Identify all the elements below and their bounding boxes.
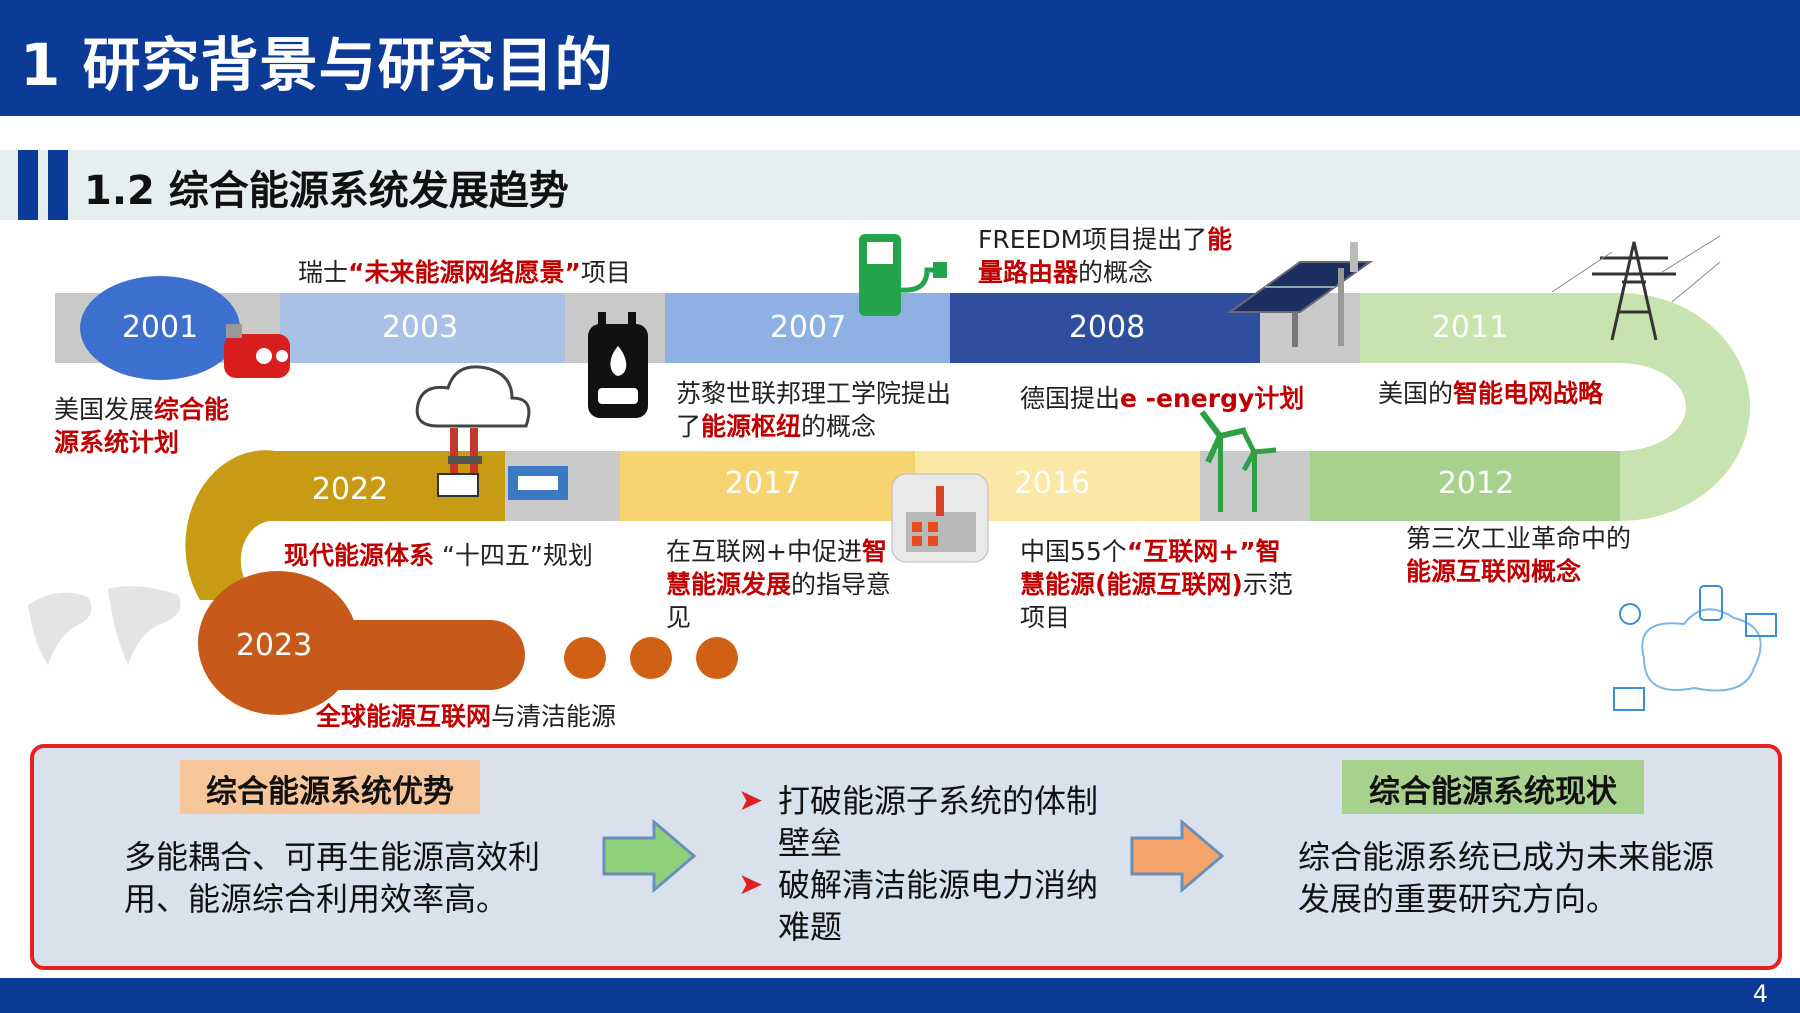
section-band (0, 150, 1800, 220)
page-title: 1 研究背景与研究目的 (20, 31, 614, 99)
footer-bar (0, 978, 1800, 1013)
year-2022: 2022 (311, 472, 389, 507)
event-2017: 在互联网+中促进智慧能源发展的指导意见 (666, 537, 892, 632)
network-devices-icon (1613, 585, 1777, 711)
header-bar (0, 0, 1800, 116)
year-2007: 2007 (769, 310, 847, 345)
arrow-orange-icon (1130, 818, 1224, 894)
transmission-tower-icon (1552, 235, 1721, 341)
event-2022: 现代能源体系 “十四五”规划 (284, 541, 593, 570)
page-number: 4 (1752, 980, 1768, 1008)
chevron-right-icon: ➤ (738, 867, 764, 902)
bullet-1: ➤ 打破能源子系统的体制壁垒 (738, 782, 1099, 862)
wind-turbine-icon (1199, 410, 1277, 512)
cloud-power-icon (415, 365, 568, 500)
year-2011: 2011 (1431, 310, 1509, 345)
bullet-2: ➤ 破解清洁能源电力消纳难题 (738, 866, 1099, 946)
boiler-icon (224, 324, 290, 378)
solar-panel-icon (1226, 242, 1374, 347)
advantages-tag: 综合能源系统优势 (180, 760, 480, 814)
water-heater-icon (588, 312, 648, 418)
ev-charger-icon (859, 234, 947, 316)
event-2003: 瑞士“未来能源网络愿景”项目 (298, 258, 631, 287)
year-2012: 2012 (1437, 466, 1515, 501)
event-2016: 中国55个“互联网+”智慧能源(能源互联网)示范项目 (1020, 537, 1293, 632)
chevron-right-icon: ➤ (738, 783, 764, 818)
section-marker (18, 150, 70, 220)
arrow-green-icon (602, 818, 696, 894)
year-2016: 2016 (1013, 466, 1091, 501)
event-2008-energy: 德国提出e -energy计划 (1020, 384, 1305, 413)
event-2007: 苏黎世联邦理工学院提出了能源枢纽的概念 (676, 379, 952, 441)
status-tag: 综合能源系统现状 (1342, 760, 1644, 814)
year-2003: 2003 (381, 310, 459, 345)
event-2011: 美国的智能电网战略 (1378, 379, 1604, 408)
factory-icon (891, 473, 989, 563)
year-2008: 2008 (1068, 310, 1146, 345)
event-2008-freedm: FREEDM项目提出了能量路由器的概念 (978, 225, 1233, 287)
event-2012: 第三次工业革命中的能源互联网概念 (1406, 524, 1632, 586)
year-2017: 2017 (724, 466, 802, 501)
section-title: 1.2 综合能源系统发展趋势 (84, 168, 569, 214)
event-2001: 美国发展综合能源系统计划 (54, 395, 230, 457)
year-2001: 2001 (121, 310, 199, 345)
advantages-text: 多能耦合、可再生能源高效利用、能源综合利用效率高。 (124, 838, 541, 918)
world-map-icon (28, 586, 181, 665)
year-2023: 2023 (235, 628, 313, 663)
status-text: 综合能源系统已成为未来能源发展的重要研究方向。 (1298, 838, 1715, 918)
event-2023: 全球能源互联网与清洁能源 (316, 702, 617, 731)
